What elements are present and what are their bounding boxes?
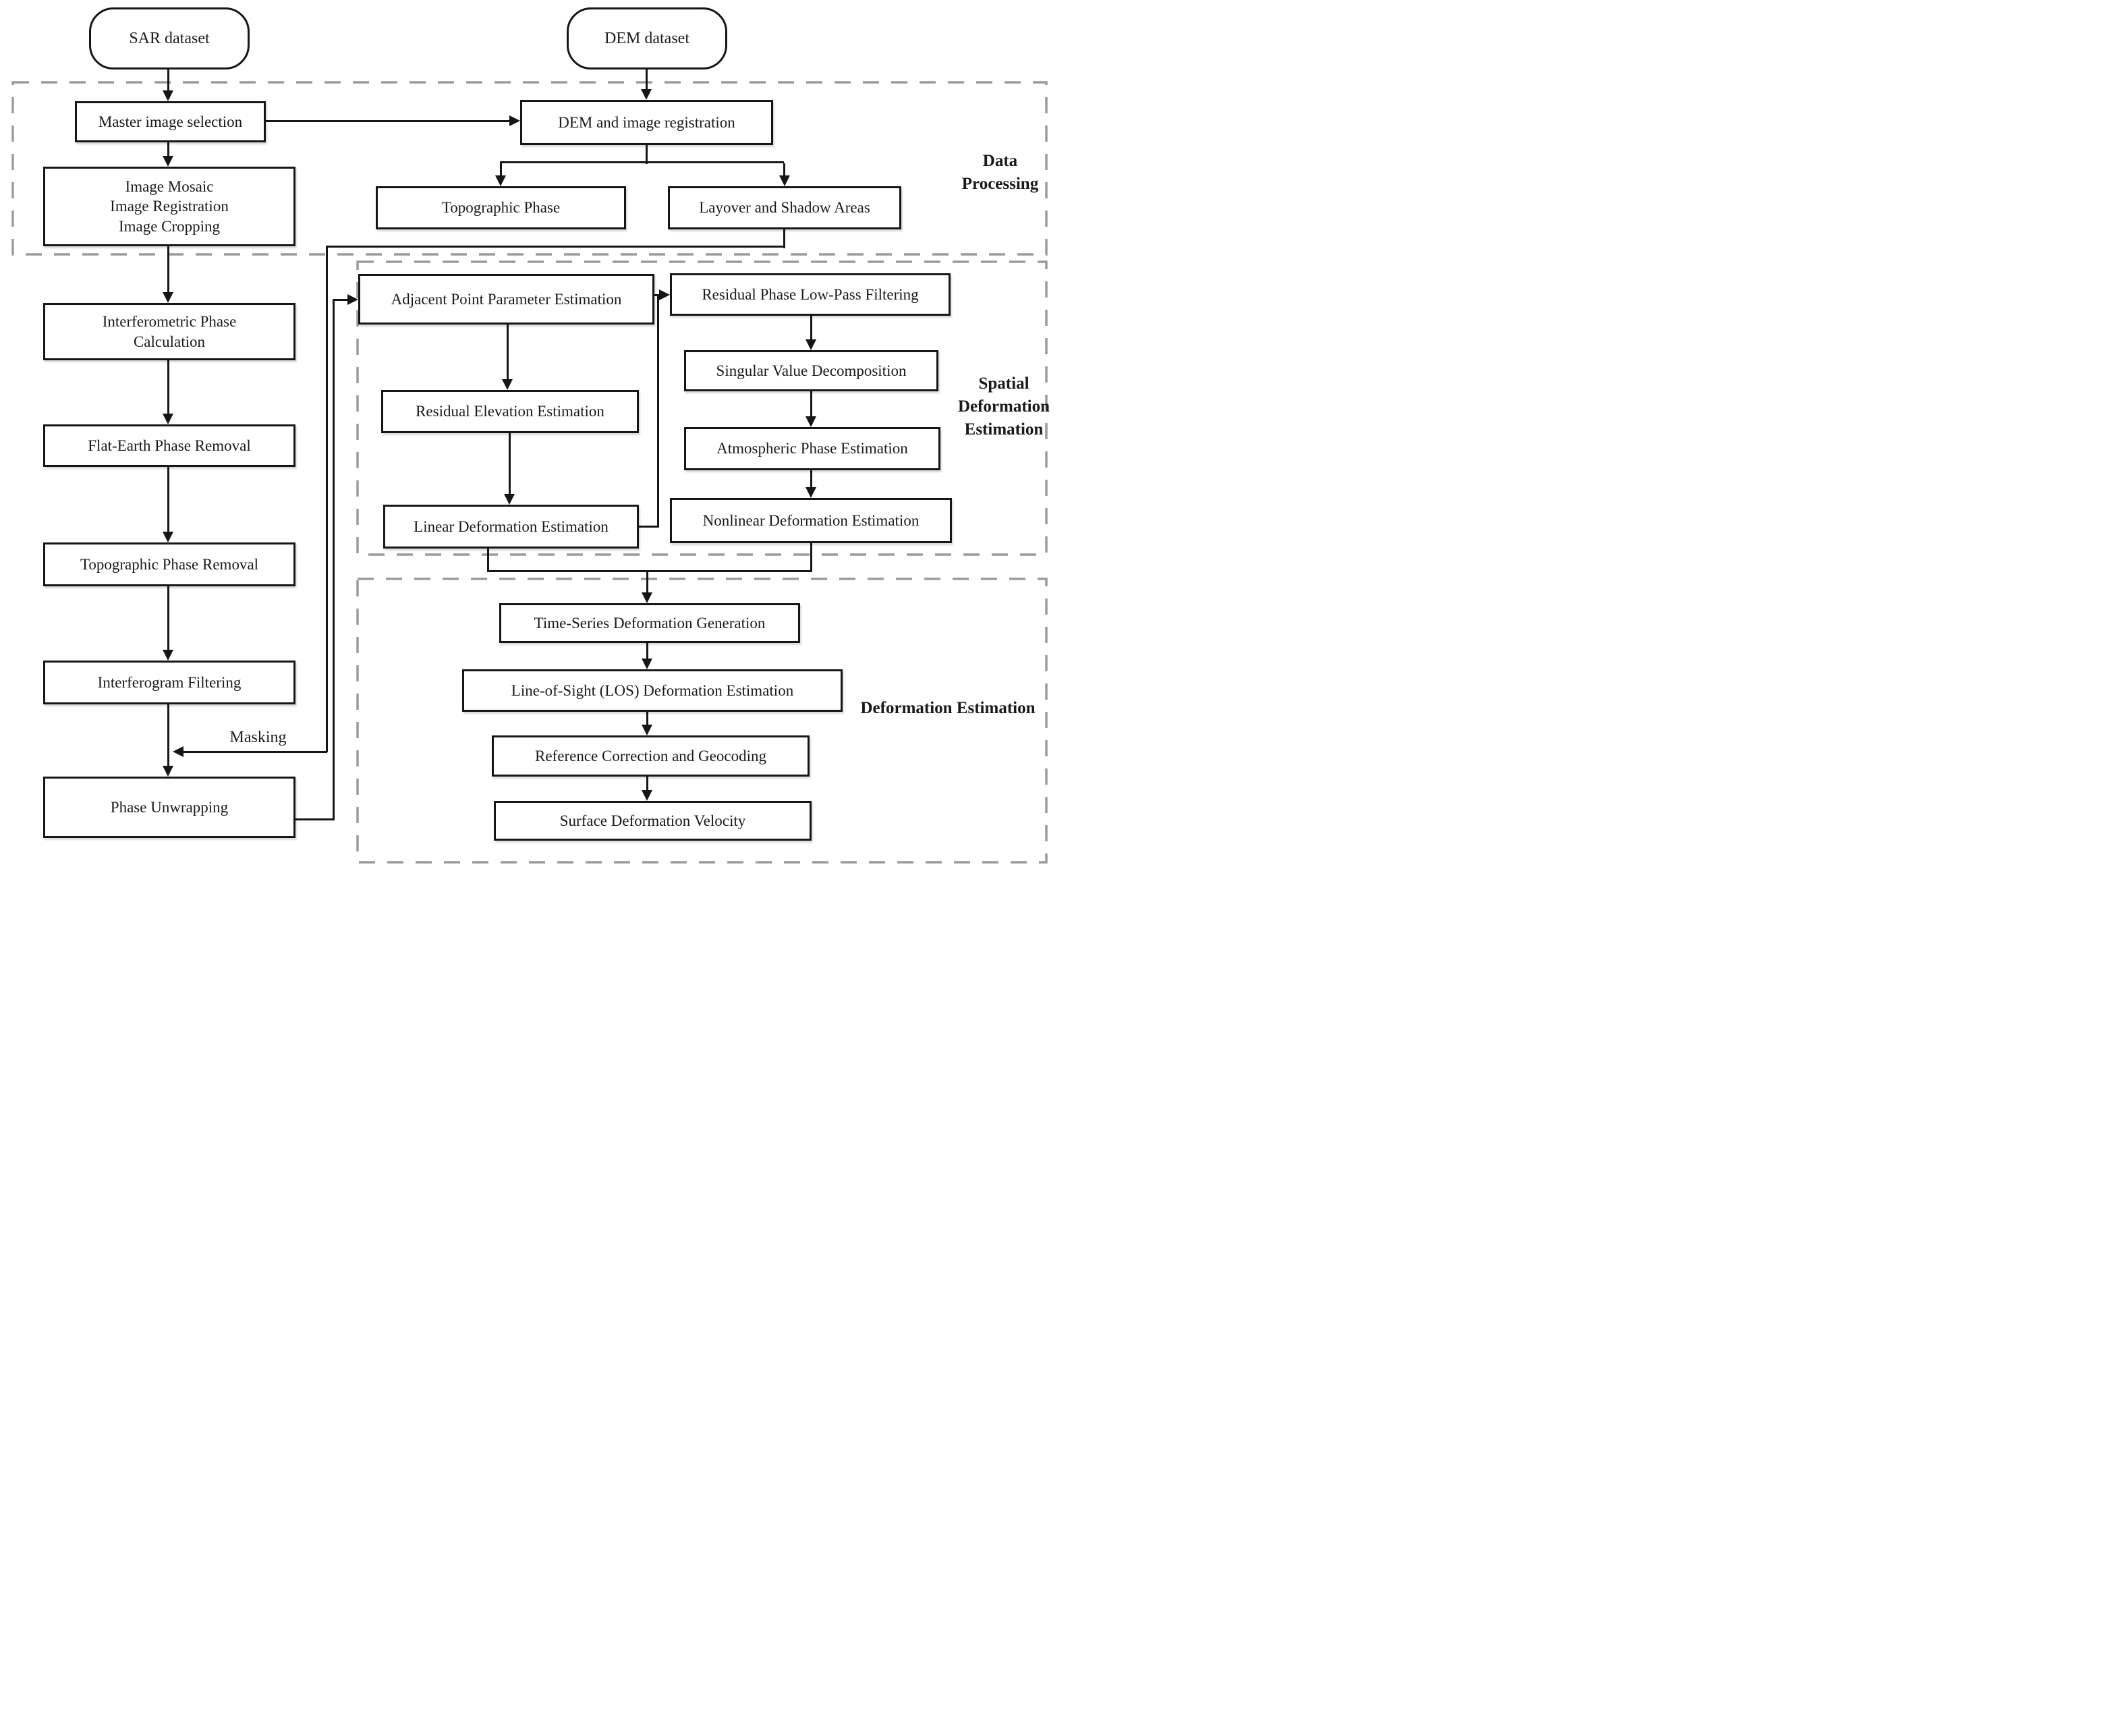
connector-linear-right: [639, 526, 659, 528]
connector-svd-to-atmos: [810, 391, 812, 417]
arrowhead-into-topophase: [495, 175, 506, 186]
connector-appe-to-reselev: [507, 325, 509, 380]
connector-punwrap-to-appe: [333, 299, 349, 301]
process-box-image-mosaic-registration-cropping: Image Mosaic Image Registration Image Cr…: [43, 167, 295, 246]
connector-punwrap-right: [295, 818, 335, 820]
connector-demreg-down: [646, 145, 648, 164]
arrowhead-masking: [173, 746, 183, 757]
connector-master-to-mosaic: [167, 142, 169, 157]
terminal-sar-dataset: SAR dataset: [89, 7, 250, 69]
arrowhead-into-iphase: [163, 292, 173, 303]
arrowhead-into-svd: [806, 339, 816, 350]
process-box-interferometric-phase-calculation: Interferometric Phase Calculation: [43, 303, 295, 360]
arrowhead-into-punwrap: [163, 766, 173, 777]
arrowhead-into-mosaic: [163, 156, 173, 167]
connector-reselev-to-linear: [509, 433, 511, 495]
process-box-linear-deformation-estimation: Linear Deformation Estimation: [383, 505, 639, 549]
process-box-flat-earth-phase-removal: Flat-Earth Phase Removal: [43, 424, 295, 467]
process-box-reference-correction-geocoding: Reference Correction and Geocoding: [492, 735, 810, 777]
connector-linear-to-rplpf: [650, 294, 660, 296]
connector-mosaic-to-iphase: [167, 246, 169, 293]
connector-split-to-topophase: [500, 163, 502, 176]
arrowhead-into-los: [642, 659, 652, 669]
flowchart-canvas: SAR dataset DEM dataset Master image sel…: [0, 0, 1059, 868]
connector-linear-up: [657, 294, 659, 527]
connector-sar-to-master: [167, 69, 169, 91]
connector-linear-down: [487, 549, 489, 572]
arrowhead-into-layover: [779, 175, 790, 186]
connector-demreg-split: [500, 161, 784, 163]
connector-ifilter-to-punwrap: [167, 704, 169, 766]
connector-masking-left: [183, 751, 327, 753]
connector-toporemoval-to-ifilter: [167, 586, 169, 650]
connector-los-to-refcorr: [646, 712, 648, 725]
connector-layover-left: [326, 246, 785, 248]
process-box-surface-deformation-velocity: Surface Deformation Velocity: [494, 801, 812, 841]
connector-merge-to-timeseries: [646, 570, 648, 593]
process-box-interferogram-filtering: Interferogram Filtering: [43, 661, 295, 704]
process-box-residual-elevation-estimation: Residual Elevation Estimation: [381, 390, 639, 433]
arrowhead-into-ifilter: [163, 650, 173, 661]
process-box-topographic-phase-removal: Topographic Phase Removal: [43, 542, 295, 586]
process-box-time-series-deformation-generation: Time-Series Deformation Generation: [499, 603, 800, 643]
process-box-atmospheric-phase-estimation: Atmospheric Phase Estimation: [684, 427, 940, 470]
process-box-los-deformation-estimation: Line-of-Sight (LOS) Deformation Estimati…: [462, 669, 843, 712]
process-box-layover-shadow-areas: Layover and Shadow Areas: [668, 186, 901, 229]
connector-masking-down: [326, 246, 328, 752]
arrowhead-into-timeseries: [642, 592, 652, 603]
connector-dem-to-demreg: [646, 69, 648, 90]
terminal-dem-dataset: DEM dataset: [567, 7, 727, 69]
connector-iphase-to-flatearth: [167, 360, 169, 414]
arrowhead-into-nonlinear: [806, 487, 816, 498]
process-box-adjacent-point-parameter-estimation: Adjacent Point Parameter Estimation: [358, 274, 654, 325]
region-border-spatial-deformation: [356, 260, 1048, 556]
region-border-deformation: [356, 578, 1048, 864]
connector-layover-down: [783, 229, 785, 248]
connector-rplpf-to-svd: [810, 316, 812, 340]
connector-refcorr-to-surface: [646, 777, 648, 791]
masking-label: Masking: [229, 729, 287, 746]
region-label-spatial-deformation-estimation: Spatial Deformation Estimation: [957, 374, 1050, 439]
process-box-master-image-selection: Master image selection: [75, 101, 266, 142]
arrowhead-into-refcorr: [642, 725, 652, 735]
connector-nonlinear-down: [810, 543, 812, 572]
arrowhead-into-atmos: [806, 416, 816, 427]
process-box-singular-value-decomposition: Singular Value Decomposition: [684, 350, 938, 391]
process-box-dem-image-registration: DEM and image registration: [520, 100, 773, 145]
arrowhead-into-demreg-top: [641, 89, 652, 100]
region-label-deformation-estimation: Deformation Estimation: [860, 699, 1036, 717]
arrowhead-into-linear: [504, 494, 515, 505]
region-label-data-processing: Data Processing: [961, 152, 1039, 193]
arrowhead-into-reselev: [502, 379, 513, 390]
arrowhead-into-demreg-left: [509, 115, 520, 126]
arrowhead-into-flatearth: [163, 414, 173, 424]
connector-master-to-demreg: [266, 120, 510, 122]
arrowhead-into-surface: [642, 790, 652, 801]
process-box-nonlinear-deformation-estimation: Nonlinear Deformation Estimation: [670, 498, 952, 543]
connector-flatearth-to-toporemoval: [167, 467, 169, 532]
connector-atmos-to-nonlinear: [810, 470, 812, 488]
process-box-residual-phase-low-pass-filtering: Residual Phase Low-Pass Filtering: [670, 273, 951, 316]
process-box-phase-unwrapping: Phase Unwrapping: [43, 777, 295, 838]
arrowhead-into-toporemoval: [163, 532, 173, 542]
arrowhead-into-rplpf: [659, 289, 670, 300]
connector-split-to-layover: [783, 163, 785, 176]
process-box-topographic-phase: Topographic Phase: [376, 186, 626, 229]
arrowhead-into-master: [163, 90, 173, 101]
connector-punwrap-up: [333, 299, 335, 820]
arrowhead-into-appe: [347, 294, 358, 305]
connector-merge-horizontal: [487, 570, 812, 572]
connector-timeseries-to-los: [646, 643, 648, 659]
region-border-data-processing: [11, 81, 1048, 256]
